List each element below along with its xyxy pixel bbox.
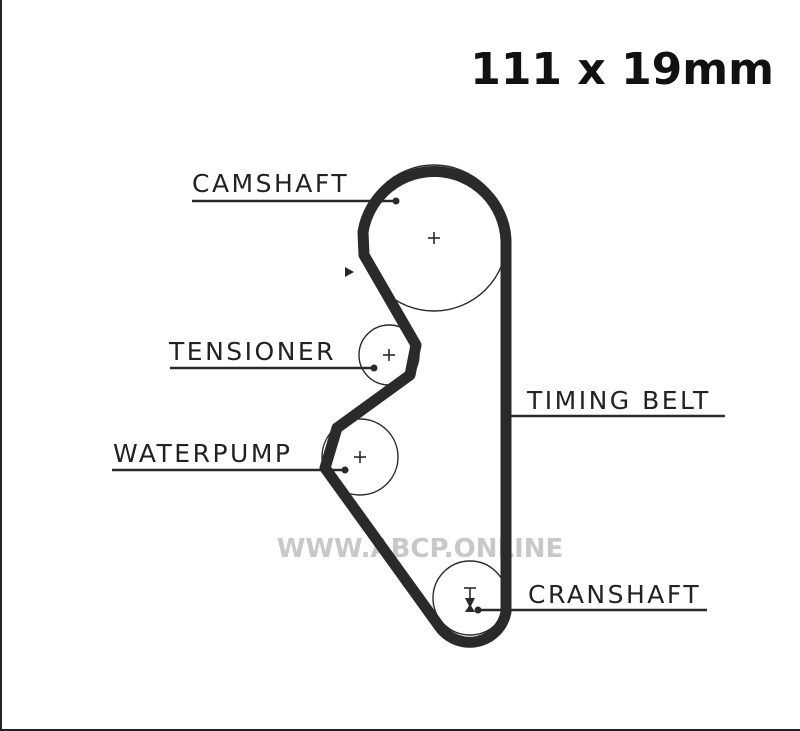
waterpump-leader-dot [341,466,349,474]
waterpump-center-mark [354,451,366,463]
crankshaft-label: CRANSHAFT [528,580,701,609]
watermark: WWW.ABCP.ONLINE [277,534,564,564]
crankshaft-leader-dot [474,606,482,614]
timing-belt-path [319,166,512,648]
tensioner-leader-dot [370,364,378,372]
rotation-direction-icon [345,267,354,277]
camshaft-center-mark [428,232,440,244]
waterpump-pulley [321,418,399,496]
belt-size-title: 111 x 19mm [470,44,774,95]
camshaft-leader-dot [392,197,400,205]
crankshaft-timing-mark [464,587,476,612]
waterpump-label: WATERPUMP [113,439,292,468]
camshaft-label: CAMSHAFT [192,169,349,198]
timing-belt-label: TIMING BELT [526,386,711,415]
tensioner-label: TENSIONER [168,337,336,366]
tensioner-center-mark [383,349,395,361]
